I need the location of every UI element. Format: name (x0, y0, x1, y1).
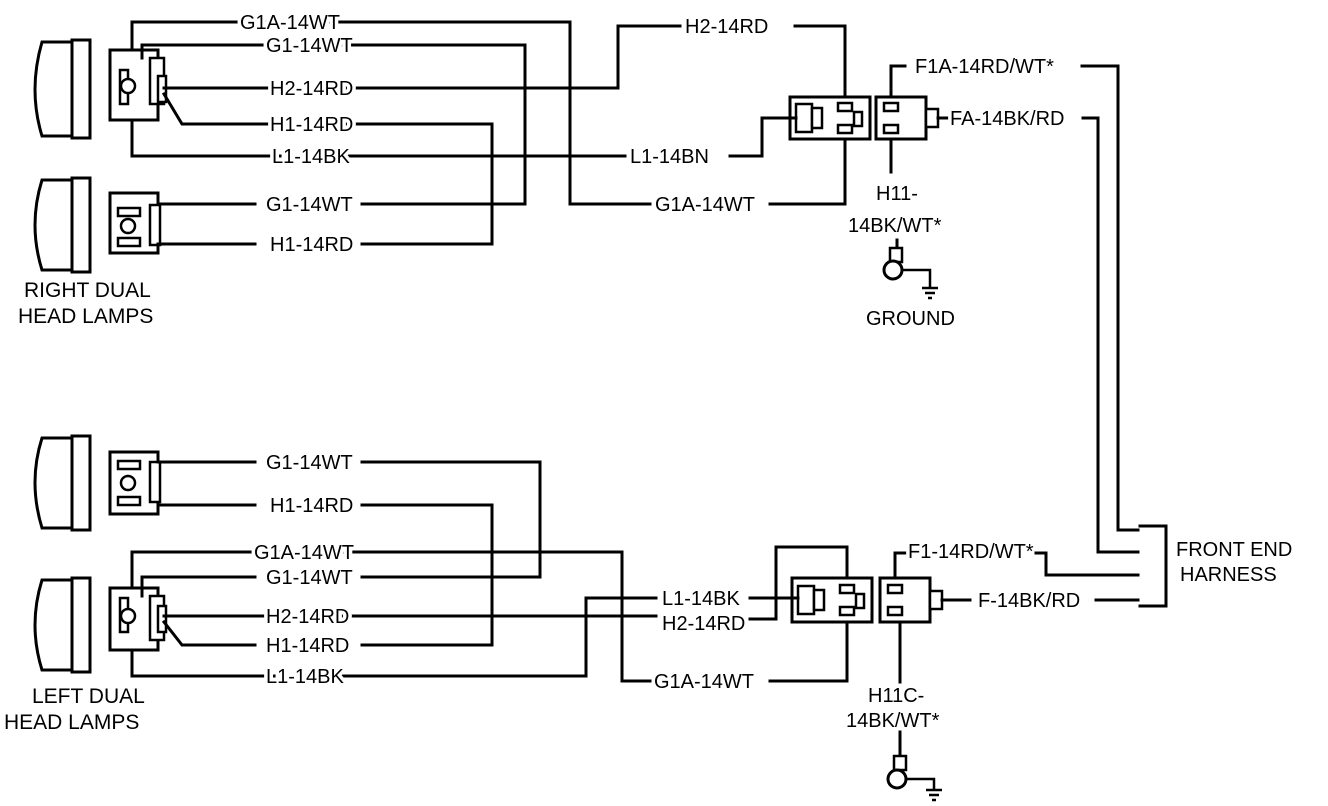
label-left-h2-14rd: H2-14RD (266, 606, 349, 628)
right-inner-lamp-connector (108, 191, 162, 255)
label-bottom-g1a-14wt: G1A-14WT (654, 671, 754, 693)
label-bottom-f-14bkrd: F-14BK/RD (978, 590, 1080, 612)
wire-left-g1-long (360, 460, 542, 579)
harness-label-line2: HARNESS (1180, 564, 1277, 586)
top-ground-terminal (882, 246, 932, 288)
wire-left-g1-14wt (140, 575, 257, 598)
label-left-inner-h1-14rd: H1-14RD (270, 495, 353, 517)
label-bottom-f1-14rdwt: F1-14RD/WT* (908, 541, 1034, 563)
label-right-l1-14bk: L1-14BK (272, 146, 350, 168)
label-left-g1-14wt: G1-14WT (266, 567, 353, 589)
wire-top-g1a-14wt (768, 137, 847, 206)
label-top-14bkwt: 14BK/WT* (848, 215, 942, 237)
label-top-fa-14bkrd: FA-14BK/RD (950, 108, 1064, 130)
label-left-inner-g1-14wt: G1-14WT (266, 452, 353, 474)
bottom-switch-connector (790, 576, 874, 624)
wire-bottom-g1a-14wt (768, 620, 849, 683)
right-outer-lamp-connector (108, 48, 168, 122)
label-bottom-l1-14bk: L1-14BK (662, 588, 740, 610)
left-outer-lamp-connector (108, 586, 168, 652)
harness-label-line1: FRONT END (1176, 539, 1292, 561)
label-bottom-h2-14rd: H2-14RD (662, 613, 745, 635)
wire-right-g1a-14wt (130, 20, 652, 206)
label-bottom-h11c: H11C- (868, 685, 924, 707)
wire-left-l1-14bk (130, 596, 658, 678)
caption-left-line1: LEFT DUAL (32, 685, 145, 708)
label-top-h2-14rd: H2-14RD (685, 16, 768, 38)
top-ground-symbol-icon (922, 286, 938, 300)
wire-top-l1-14bn (728, 116, 798, 158)
caption-right-line1: RIGHT DUAL (24, 279, 151, 302)
wire-top-h2-14rd (793, 24, 847, 99)
label-left-h1-14rd: H1-14RD (266, 635, 349, 657)
wire-bottom-f1 (893, 551, 907, 580)
wire-top-f1a (889, 64, 907, 99)
right-inner-headlamp (33, 176, 92, 274)
label-left-l1-14bk: L1-14BK (266, 666, 344, 688)
wire-right-h2-14rd (162, 24, 682, 90)
right-outer-headlamp (33, 38, 92, 140)
harness-bracket (1138, 524, 1168, 608)
wire-left-g1a-14wt (130, 550, 652, 683)
label-top-l1-14bn: L1-14BN (630, 146, 709, 168)
harness-wire-f1a (1080, 64, 1140, 532)
left-inner-headlamp (33, 434, 92, 532)
wire-left-h1-14rd (161, 619, 257, 647)
bottom-ground-symbol-icon (926, 788, 942, 802)
wire-bottom-h2-14rd (748, 545, 849, 621)
label-top-h11: H11- (876, 183, 918, 205)
wire-right-g1-14wt (140, 43, 527, 206)
harness-wire-f1 (1034, 551, 1140, 577)
caption-left-line2: HEAD LAMPS (4, 711, 139, 734)
label-bottom-14bkwt: 14BK/WT* (846, 710, 940, 732)
label-right-inner-g1-14wt: G1-14WT (266, 194, 353, 216)
left-outer-headlamp (33, 576, 92, 674)
left-inner-lamp-connector (108, 450, 162, 516)
label-right-inner-h1-14rd: H1-14RD (270, 234, 353, 256)
label-right-h2-14rd: H2-14RD (270, 78, 353, 100)
label-right-g1-14wt: G1-14WT (266, 35, 353, 57)
harness-wire-fa (1081, 116, 1140, 554)
top-feed-connector (874, 95, 940, 141)
label-right-h1-14rd: H1-14RD (270, 114, 353, 136)
wire-right-h1-14rd (161, 91, 494, 246)
label-top-g1a-14wt: G1A-14WT (655, 194, 755, 216)
label-right-g1a-14wt: G1A-14WT (240, 12, 340, 34)
label-left-g1a-14wt: G1A-14WT (254, 542, 354, 564)
label-ground: GROUND (866, 308, 955, 330)
label-top-f1a-14rdwt: F1A-14RD/WT* (915, 56, 1054, 78)
wire-left-h1-long (360, 503, 494, 647)
caption-right-line2: HEAD LAMPS (18, 305, 153, 328)
bottom-feed-connector (878, 576, 944, 624)
wire-right-l1-14bk (130, 118, 627, 158)
bottom-ground-terminal (886, 754, 936, 790)
top-switch-connector (788, 95, 872, 141)
